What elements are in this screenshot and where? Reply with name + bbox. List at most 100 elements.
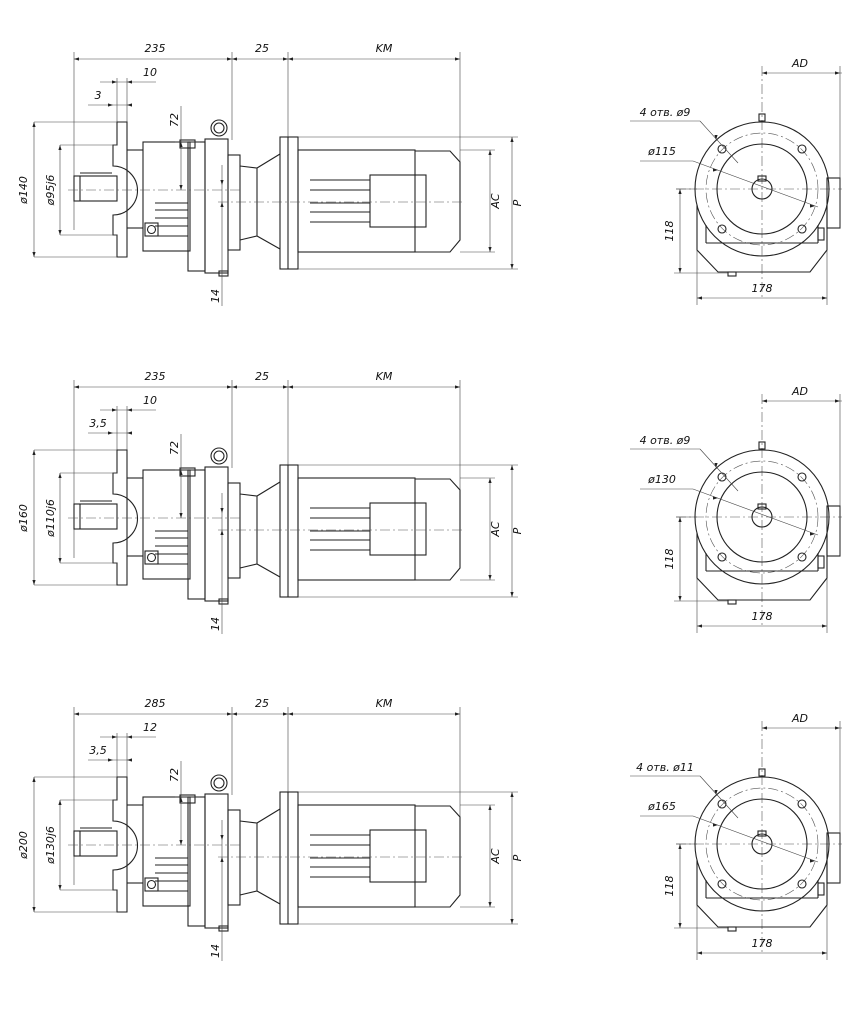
arrowhead bbox=[108, 758, 113, 762]
arrowhead bbox=[835, 726, 840, 730]
shaft-bore bbox=[751, 833, 773, 855]
arrowhead bbox=[283, 57, 288, 61]
bottom-nub bbox=[727, 271, 737, 277]
dim-width-label: 178 bbox=[752, 610, 773, 623]
lifting-eye bbox=[210, 119, 228, 137]
line bbox=[699, 448, 739, 492]
shaft-bore bbox=[751, 178, 773, 200]
dim-flange-thickness-label: 10 bbox=[143, 66, 157, 79]
bottom-nub bbox=[727, 926, 737, 932]
spigot-circle bbox=[716, 471, 808, 563]
dim-ad-label: AD bbox=[791, 385, 808, 398]
arrowhead bbox=[488, 902, 492, 907]
dim-axis-height-label: 118 bbox=[663, 549, 676, 570]
arrowhead bbox=[112, 408, 117, 412]
lifting-eye-hole bbox=[213, 777, 225, 789]
arrowhead bbox=[810, 859, 815, 863]
dim-shaft-offset-label: 3 bbox=[95, 89, 102, 102]
arrowhead bbox=[108, 103, 113, 107]
arrowhead bbox=[227, 712, 232, 716]
arrowhead bbox=[678, 189, 682, 194]
collar bbox=[227, 482, 241, 579]
side-plug bbox=[817, 227, 825, 241]
dim-shaft-offset-label: 3,5 bbox=[89, 744, 107, 757]
arrowhead bbox=[488, 478, 492, 483]
output-shaft bbox=[73, 175, 118, 202]
arrowhead bbox=[227, 385, 232, 389]
bolt-hole bbox=[797, 144, 807, 154]
line bbox=[692, 815, 819, 863]
dim-p-label: P bbox=[511, 527, 524, 534]
arrowhead bbox=[127, 103, 132, 107]
input-flange bbox=[204, 466, 229, 602]
arrowhead bbox=[288, 712, 293, 716]
gear-housing bbox=[142, 469, 191, 580]
arrowhead bbox=[835, 399, 840, 403]
arrowhead bbox=[112, 735, 117, 739]
motor-flange bbox=[279, 791, 299, 925]
gear-housing bbox=[142, 796, 191, 907]
pcd-label: ø130 bbox=[647, 473, 676, 486]
dim-overall-label: 235 bbox=[145, 42, 166, 55]
dim-height-label: 72 bbox=[168, 113, 181, 127]
bolt-hole bbox=[797, 799, 807, 809]
arrowhead bbox=[179, 840, 183, 845]
arrowhead bbox=[488, 247, 492, 252]
line bbox=[692, 160, 819, 208]
dim-motor-label: KM bbox=[376, 42, 393, 55]
dim-width-label: 178 bbox=[752, 282, 773, 295]
motor-flange bbox=[279, 136, 299, 270]
flange-tab bbox=[218, 925, 229, 932]
arrowhead bbox=[58, 473, 62, 478]
arrowhead bbox=[678, 923, 682, 928]
drain-plug bbox=[144, 222, 159, 237]
lifting-eye bbox=[210, 774, 228, 792]
arrowhead bbox=[32, 580, 36, 585]
dim-bottom-label: 14 bbox=[209, 617, 222, 631]
dim-flange-thickness-label: 10 bbox=[143, 394, 157, 407]
arrowhead bbox=[697, 624, 702, 628]
fan-cover bbox=[415, 805, 461, 908]
arrowhead bbox=[74, 385, 79, 389]
terminal-box bbox=[369, 829, 427, 883]
dim-height-label: 72 bbox=[168, 441, 181, 455]
arrowhead bbox=[220, 202, 224, 207]
arrowhead bbox=[455, 57, 460, 61]
input-flange bbox=[204, 138, 229, 274]
arrowhead bbox=[58, 800, 62, 805]
adapter-cone bbox=[239, 808, 281, 905]
adapter-plate bbox=[187, 469, 206, 600]
dim-ac-label: AC bbox=[489, 193, 502, 210]
dim-outer-diameter-label: ø140 bbox=[17, 176, 30, 205]
arrowhead bbox=[714, 135, 718, 140]
dim-ac-label: AC bbox=[489, 521, 502, 538]
top-nub bbox=[758, 441, 766, 450]
arrowhead bbox=[762, 726, 767, 730]
dim-mid-label: 25 bbox=[255, 697, 269, 710]
bolt-hole bbox=[797, 472, 807, 482]
gearbox-base bbox=[696, 860, 828, 928]
lifting-eye-hole bbox=[213, 122, 225, 134]
dim-overall-label: 235 bbox=[145, 370, 166, 383]
arrowhead bbox=[127, 431, 132, 435]
arrowhead bbox=[32, 252, 36, 257]
top-nub bbox=[758, 768, 766, 777]
arrowhead bbox=[58, 145, 62, 150]
holes-label: 4 отв. ø9 bbox=[640, 434, 691, 447]
arrowhead bbox=[697, 296, 702, 300]
adapter-cone bbox=[239, 153, 281, 250]
dim-height-label: 72 bbox=[168, 768, 181, 782]
arrowhead bbox=[488, 575, 492, 580]
gear-housing bbox=[142, 141, 191, 252]
arrowhead bbox=[762, 399, 767, 403]
arrowhead bbox=[220, 530, 224, 535]
dim-bottom-label: 14 bbox=[209, 289, 222, 303]
motor-body bbox=[297, 477, 416, 581]
arrowhead bbox=[127, 758, 132, 762]
arrowhead bbox=[455, 385, 460, 389]
